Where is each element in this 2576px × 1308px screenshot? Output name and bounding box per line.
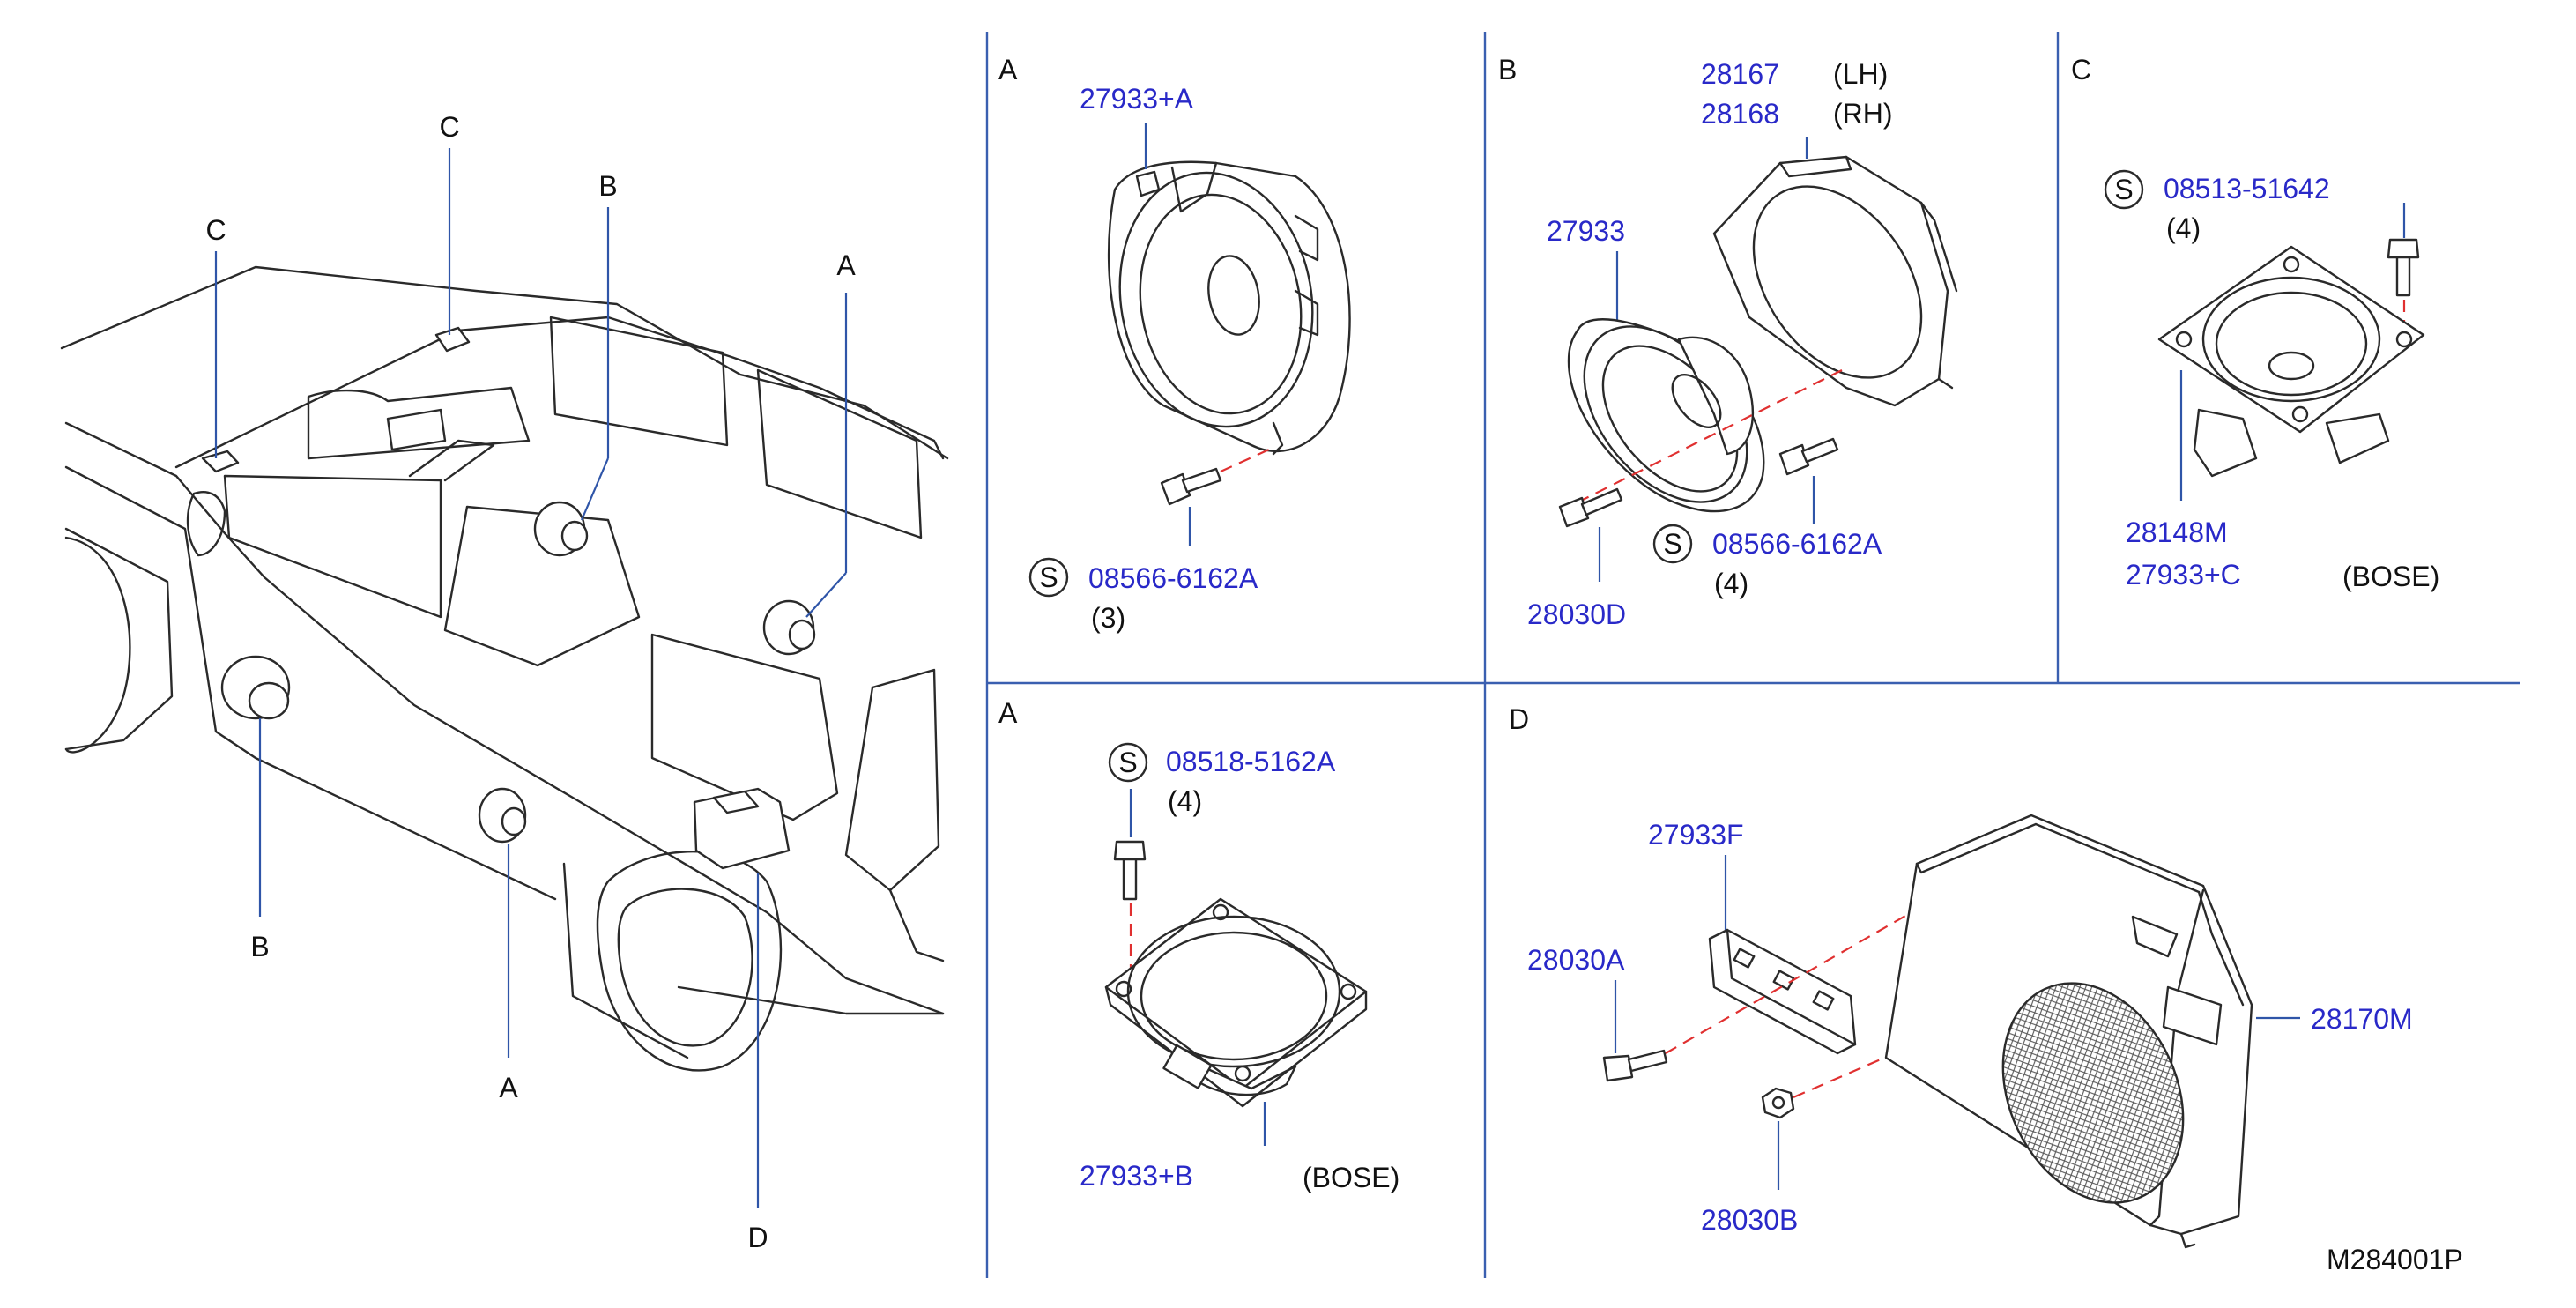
tweeter-illustration [2157, 245, 2425, 478]
section-label: B [1498, 54, 1517, 85]
callout-b-top: B [598, 170, 617, 202]
door-speaker-illustration [1107, 160, 1351, 456]
screw-illustration [1160, 467, 1222, 506]
bolt-illustration [1602, 1049, 1668, 1082]
screw-symbol: S [1118, 747, 1137, 778]
screw-quantity: (4) [1714, 568, 1748, 599]
panel-front-door-bose-speaker: A S 08518-5162A (4) 27933+B (BOSE) [998, 697, 1399, 1193]
diagram-id: M284001P [2327, 1244, 2463, 1275]
part-number-screw: 08566-6162A [1712, 528, 1882, 560]
part-number-screw: 08566-6162A [1088, 562, 1258, 594]
part-number-woofer: 28170M [2311, 1003, 2413, 1035]
bracket-rh-note: (RH) [1833, 98, 1893, 130]
tweeter-screw-illustration [2387, 238, 2420, 297]
screw-symbol-circle [2104, 169, 2144, 210]
bolt-illustration [1558, 487, 1623, 528]
panel-grid [985, 32, 2520, 1278]
callout-a-bottom: A [499, 1072, 518, 1104]
section-label: A [998, 697, 1018, 729]
screw-quantity: (3) [1091, 602, 1125, 634]
part-number-bracket-rh: 28168 [1701, 98, 1779, 130]
screw-illustration [1778, 437, 1839, 476]
section-label: C [2071, 54, 2091, 85]
bracket-illustration [1708, 928, 1857, 1055]
callout-c-left: C [205, 214, 226, 246]
screw-symbol: S [1663, 528, 1681, 560]
part-number-bolt: 28030A [1527, 944, 1625, 976]
screw-symbol-circle [1652, 524, 1693, 564]
screw-illustration [1113, 840, 1147, 901]
panel-subwoofer: D 27933F 28030A 28030B [1509, 703, 2413, 1249]
part-number-speaker: 27933+B [1080, 1160, 1193, 1192]
vehicle-overview: C C B A B A D [60, 111, 949, 1253]
callout-c-top: C [439, 111, 459, 143]
screw-quantity: (4) [2166, 212, 2201, 244]
bose-door-speaker-illustration [1104, 897, 1368, 1108]
part-number-bolt: 28030D [1527, 598, 1626, 630]
part-number-tweeter: 28148M [2126, 517, 2228, 548]
part-number-nut: 28030B [1701, 1204, 1798, 1236]
part-number-speaker: 27933 [1547, 215, 1625, 247]
vehicle-leader-lines [214, 148, 848, 1208]
vehicle-body-outline [60, 265, 949, 1072]
panel-rear-door-speaker: B 28167 (LH) 28168 (RH) 27933 [1498, 54, 1958, 630]
part-number-bracket: 27933F [1648, 819, 1744, 851]
nut-illustration [1761, 1087, 1795, 1119]
bose-note: (BOSE) [2342, 561, 2439, 592]
callout-a-top: A [836, 249, 856, 281]
subwoofer-enclosure-illustration [1884, 814, 2253, 1249]
part-number-screw: 08518-5162A [1166, 746, 1336, 777]
panel-dash-tweeter: C S 08513-51642 (4) 28148M 27933+C (BOSE… [2071, 54, 2439, 592]
part-number-screw: 08513-51642 [2164, 173, 2330, 204]
callout-d-bottom: D [747, 1222, 768, 1253]
part-number-bracket-lh: 28167 [1701, 58, 1779, 90]
section-label: D [1509, 703, 1529, 735]
screw-symbol-circle [1028, 557, 1069, 598]
bose-note: (BOSE) [1303, 1162, 1399, 1193]
screw-symbol: S [2114, 174, 2133, 205]
callout-b-bottom: B [250, 931, 269, 962]
screw-symbol: S [1039, 561, 1058, 593]
bracket-lh-note: (LH) [1833, 58, 1888, 90]
screw-symbol-circle [1108, 742, 1148, 783]
panel-front-door-speaker: A 27933+A S 08566-6162A (3) [998, 54, 1351, 634]
rear-speaker-illustration [1567, 318, 1765, 513]
bracket-illustration [1712, 155, 1958, 407]
screw-quantity: (4) [1168, 785, 1202, 817]
vehicle-speakers [201, 326, 816, 870]
part-number-speaker: 27933+C [2126, 559, 2241, 591]
part-number-speaker: 27933+A [1080, 83, 1194, 115]
section-label: A [998, 54, 1018, 85]
